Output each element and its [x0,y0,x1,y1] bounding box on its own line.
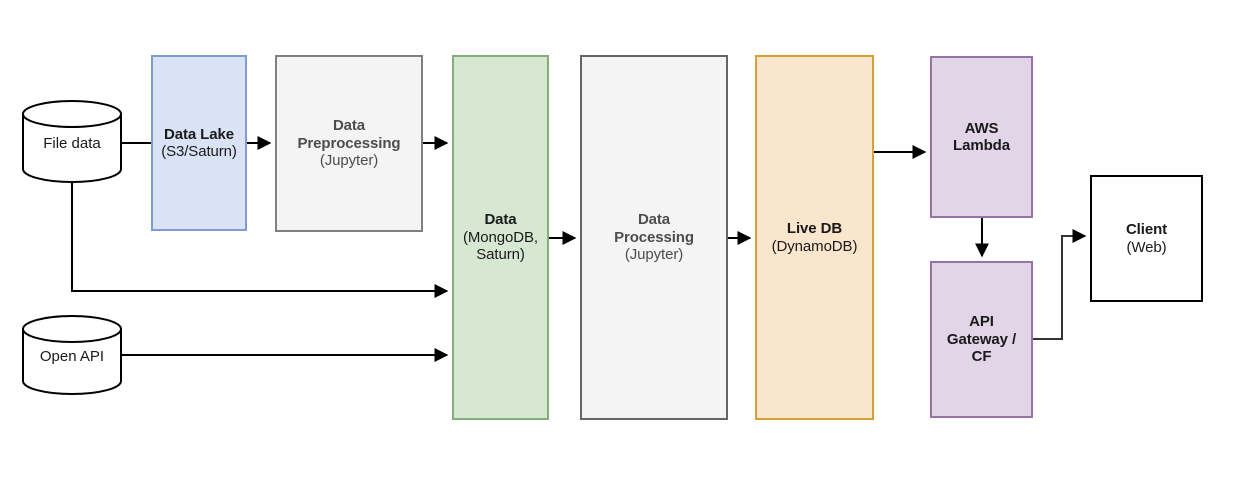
client-subtitle: (Web) [1126,238,1167,256]
aws-lambda-title-line2: Lambda [953,137,1010,154]
node-aws-lambda[interactable]: AWS Lambda [930,56,1033,218]
edge-api-gateway-to-client [1033,229,1087,340]
data-store-title: Data [484,211,517,229]
node-open-api-label: Open API [22,348,122,365]
data-preprocessing-subtitle: (Jupyter) [319,152,379,170]
file-data-text: File data [43,135,101,152]
node-data-lake[interactable]: Data Lake (S3/Saturn) [151,55,247,231]
node-data-preprocessing[interactable]: Data Preprocessing (Jupyter) [275,55,423,232]
node-client[interactable]: Client (Web) [1090,175,1203,302]
client-title: Client [1125,221,1168,239]
edge-file-data-to-data-store [71,183,449,298]
data-processing-subtitle: (Jupyter) [624,246,684,264]
data-processing-title-line2: Processing [614,228,694,246]
data-store-subtitle-line1: (MongoDB, [463,228,538,246]
node-data-processing[interactable]: Data Processing (Jupyter) [580,55,728,420]
api-gateway-title-line2: Gateway / [946,330,1017,348]
data-preprocessing-title-line2: Preprocessing [297,134,401,152]
live-db-subtitle: (DynamoDB) [771,237,858,255]
aws-lambda-title-line1: AWS [964,119,999,137]
node-api-gateway[interactable]: API Gateway / CF [930,261,1033,418]
data-store-subtitle-line2: Saturn) [476,246,525,264]
node-open-api[interactable] [22,315,122,395]
live-db-title: Live DB [786,220,843,238]
data-lake-title: Data Lake [164,125,234,143]
node-live-db[interactable]: Live DB (DynamoDB) [755,55,874,420]
data-preprocessing-title-line1: Data [332,117,366,135]
node-file-data[interactable] [22,100,122,183]
node-file-data-label: File data [22,135,122,152]
api-gateway-title-line3: CF [971,348,992,366]
data-processing-title-line1: Data [637,211,671,229]
open-api-text: Open API [39,348,105,365]
node-data-store[interactable]: Data (MongoDB, Saturn) [452,55,549,420]
api-gateway-title-line1: API [969,313,994,331]
data-lake-subtitle: (S3/Saturn) [161,143,237,160]
